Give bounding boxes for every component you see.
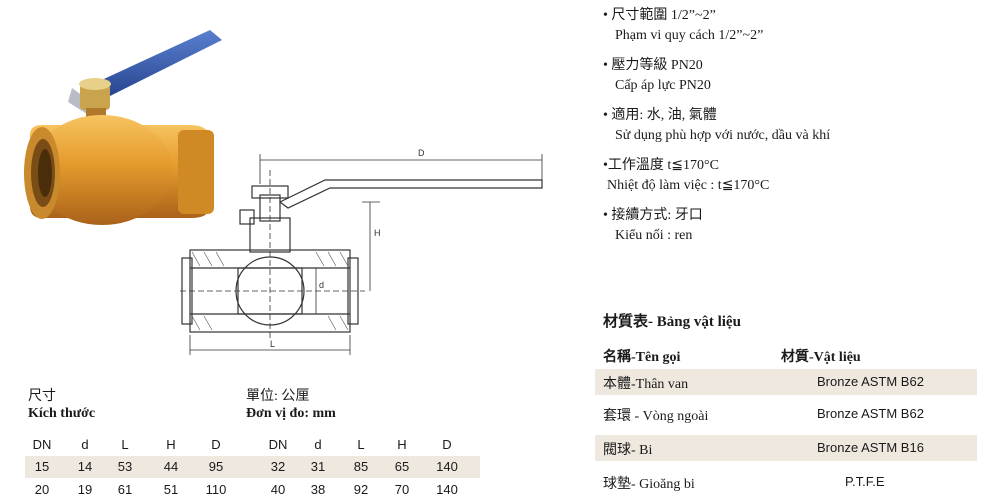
materials-row: 本體-Thân van Bronze ASTM B62 [595,369,977,395]
spec-connection: 接續方式: 牙口 Kiểu nối : ren [603,206,993,246]
spec-application: 適用: 水, 油, 氣體 Sử dụng phù hợp với nước, d… [603,106,993,146]
materials-title: 材質表- Bảng vật liệu [603,314,741,330]
unit-label-vi: Đơn vị đo: mm [246,406,336,421]
dim-label-H: H [374,228,381,238]
valve-dimension-drawing: D H d L [180,148,543,355]
materials-col-name: 名稱-Tên gọi [603,350,681,365]
materials-col-material: 材質-Vật liệu [781,350,861,365]
size-table-header: DN d L H D DN d L H D [32,437,452,452]
size-table-row: 15 14 53 44 95 32 31 85 65 140 [25,456,480,478]
dim-label-D: D [418,148,425,158]
unit-label-zh: 單位: 公厘 [246,389,310,404]
materials-row: 套環 - Vòng ngoài Bronze ASTM B62 [603,406,924,424]
size-label-zh: 尺寸 [28,389,56,404]
size-label-vi: Kích thước [28,406,96,421]
ball-valve-photo [24,30,222,225]
dim-label-L: L [270,339,275,349]
materials-row: 閥球- Bi Bronze ASTM B16 [595,435,977,461]
spec-pressure: 壓力等級 PN20 Cấp áp lực PN20 [603,56,993,96]
dim-label-d: d [319,280,324,290]
spec-size-range: 尺寸範圍 1/2”~2” Phạm vi quy cách 1/2”~2” [603,6,993,46]
spec-temperature: 工作溫度 t≦170°C Nhiệt độ làm việc : t≦170°C [603,156,993,196]
size-table-row: 20 19 61 51 110 40 38 92 70 140 [34,482,458,497]
materials-row: 球墊- Gioăng bi P.T.F.E [603,474,885,492]
spec-list: 尺寸範圍 1/2”~2” Phạm vi quy cách 1/2”~2” 壓力… [603,6,993,256]
